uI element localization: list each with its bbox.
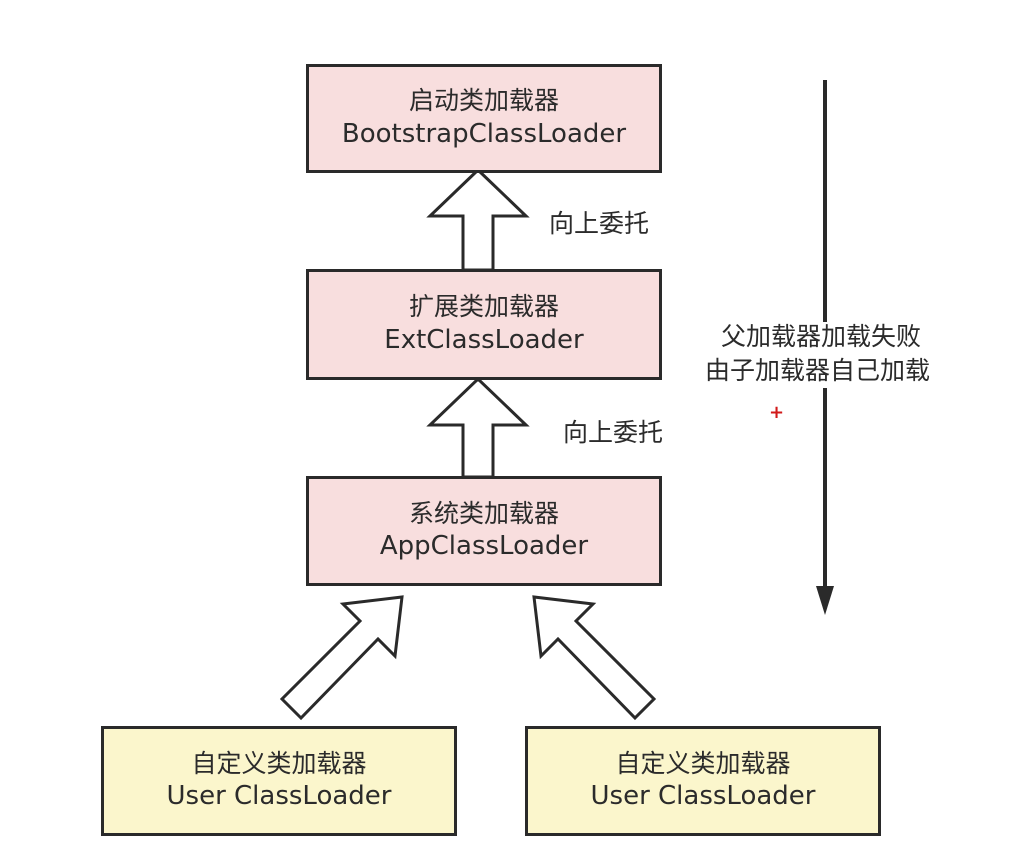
- fallback-down-arrowhead: [816, 586, 834, 615]
- cursor-crosshair-icon: +: [769, 402, 785, 423]
- user-classloader-right-en-label: User ClassLoader: [590, 781, 816, 812]
- user-classloader-left-en-label: User ClassLoader: [166, 781, 392, 812]
- delegate-label-lower: 向上委托: [563, 418, 664, 447]
- arrow-user-right-to-app: [532, 595, 657, 721]
- app-classloader-box: 系统类加载器 AppClassLoader: [306, 476, 662, 586]
- app-classloader-en-label: AppClassLoader: [379, 531, 589, 562]
- user-classloader-right-cn-label: 自定义类加载器: [615, 748, 791, 778]
- user-classloader-box-right: 自定义类加载器 User ClassLoader: [525, 726, 881, 836]
- bootstrap-classloader-cn-label: 启动类加载器: [408, 86, 559, 116]
- fallback-note-line1: 父加载器加载失败: [721, 322, 922, 351]
- fallback-note-line2: 由子加载器自己加载: [705, 356, 931, 385]
- user-classloader-box-left: 自定义类加载器 User ClassLoader: [101, 726, 457, 836]
- delegate-label-upper: 向上委托: [549, 209, 650, 238]
- arrow-user-left-to-app: [279, 595, 404, 721]
- user-classloader-left-cn-label: 自定义类加载器: [191, 748, 367, 778]
- delegate-arrow-app-to-ext: [426, 376, 530, 479]
- fallback-note: 父加载器加载失败 由子加载器自己加载: [705, 320, 930, 388]
- ext-classloader-en-label: ExtClassLoader: [384, 324, 584, 355]
- delegate-arrow-ext-to-bootstrap: [426, 167, 530, 272]
- bootstrap-classloader-en-label: BootstrapClassLoader: [341, 118, 627, 149]
- ext-classloader-cn-label: 扩展类加载器: [408, 292, 559, 322]
- bootstrap-classloader-box: 启动类加载器 BootstrapClassLoader: [306, 64, 662, 173]
- ext-classloader-box: 扩展类加载器 ExtClassLoader: [306, 269, 662, 380]
- app-classloader-cn-label: 系统类加载器: [408, 498, 559, 528]
